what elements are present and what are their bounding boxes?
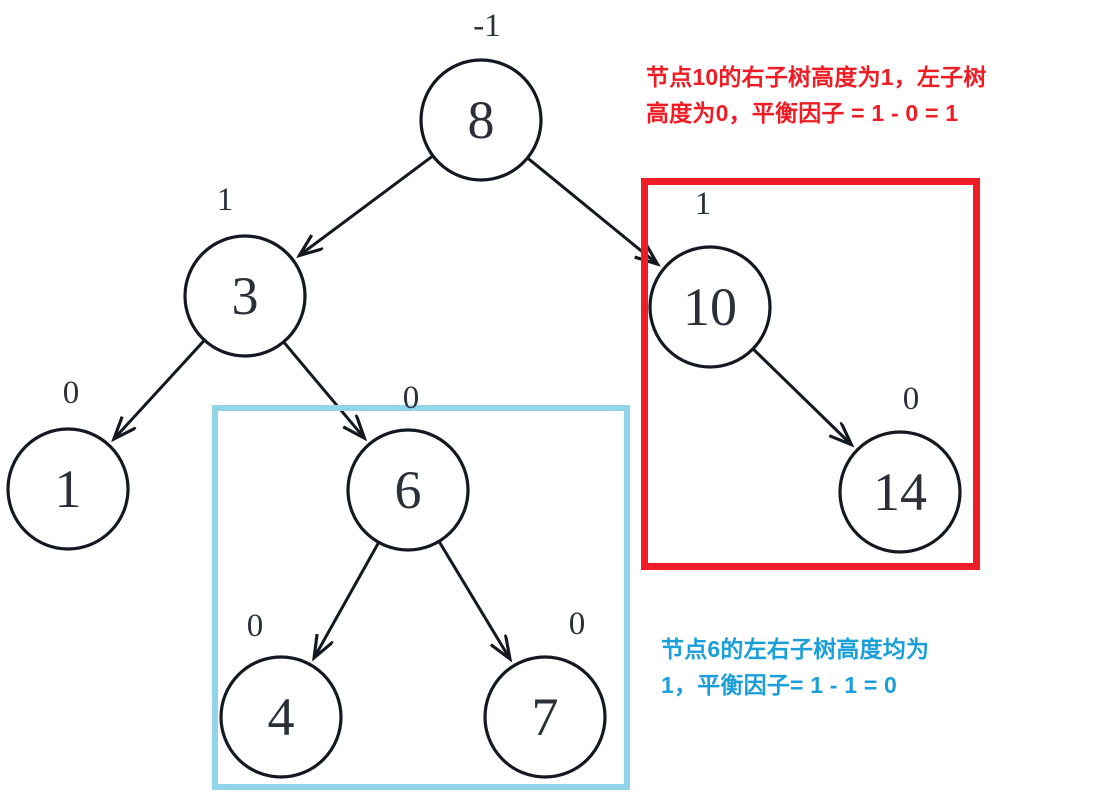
node-value-6: 6 [395,460,422,520]
node-circle-6 [346,428,470,552]
tree-edge-8-to-10 [527,157,657,263]
node-circle-14 [838,430,962,554]
tree-node-14[interactable]: 14 [838,430,962,554]
tree-node-10[interactable]: 10 [648,245,772,369]
balance-factor-label-7: 0 [569,606,586,642]
node-value-3: 3 [232,266,259,326]
tree-node-7[interactable]: 7 [483,655,607,779]
tree-edge-8-to-3 [300,155,433,255]
highlight-boxes [212,178,980,790]
node-value-7: 7 [532,687,559,747]
tree-node-6[interactable]: 6 [346,428,470,552]
highlight-box-blue-box [212,405,630,790]
node-value-14: 14 [873,462,927,522]
balance-factor-label-10: 1 [695,186,712,222]
node-circle-1 [6,427,130,551]
tree-node-4[interactable]: 4 [219,655,343,779]
tree-edge-6-to-4 [315,542,380,657]
balance-factor-label-14: 0 [903,381,920,417]
annotation-node10-balance-factor: 节点10的右子树高度为1，左子树 高度为0，平衡因子 = 1 - 0 = 1 [646,64,987,126]
balance-factor-label-3: 1 [217,182,234,218]
tree-edge-3-to-1 [115,340,205,438]
node-circle-4 [219,655,343,779]
tree-edge-3-to-6 [283,341,364,437]
tree-node-8[interactable]: 8 [419,58,543,182]
tree-node-3[interactable]: 3 [183,234,307,358]
node-value-4: 4 [268,687,295,747]
node-circle-3 [183,234,307,358]
node-value-10: 10 [683,277,737,337]
annotation-node6-balance-factor: 节点6的左右子树高度均为 1，平衡因子= 1 - 1 = 0 [661,636,930,698]
balance-factor-label-4: 0 [247,608,264,644]
tree-node-1[interactable]: 1 [6,427,130,551]
balance-factor-label-8: -1 [473,8,501,44]
node-circle-7 [483,655,607,779]
node-value-8: 8 [468,90,495,150]
tree-edges [115,155,851,658]
highlight-box-red-box [641,178,980,570]
node-circle-10 [648,245,772,369]
tree-edge-6-to-7 [438,541,509,658]
balance-factor-label-6: 0 [403,380,420,416]
tree-edge-10-to-14 [752,348,850,444]
balance-factor-label-1: 0 [63,375,80,411]
node-circle-8 [419,58,543,182]
node-value-1: 1 [55,459,82,519]
